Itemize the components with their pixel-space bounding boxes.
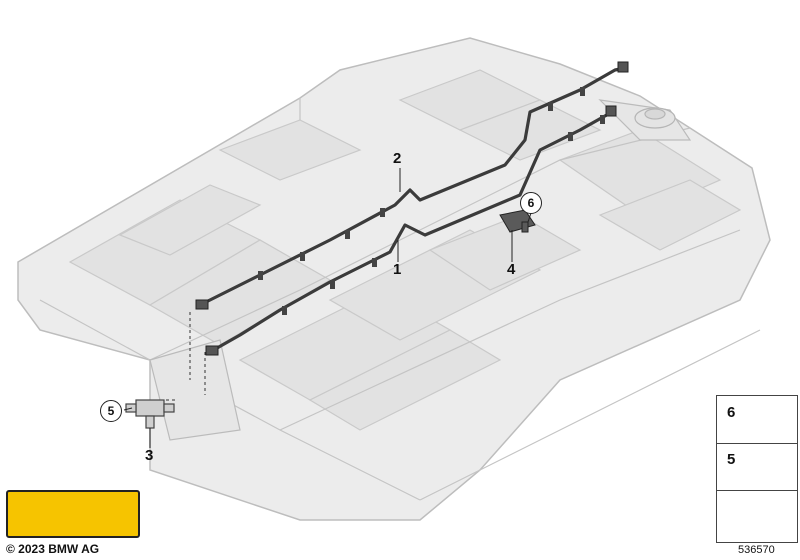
harness-connectors [195,61,629,356]
legend-row-5: 5 [717,443,797,491]
parts-legend: 6 5 [716,395,798,543]
safety-warning-panel [6,490,140,538]
callout-1: 1 [393,261,402,278]
legend-number-6: 6 [727,404,736,421]
callout-5: 5 [100,400,122,422]
callout-leaders [123,168,533,448]
callout-6: 6 [520,192,542,214]
copyright: © 2023 BMW AG [6,542,100,556]
callout-3: 3 [145,447,154,464]
bracket-part-4 [499,209,536,233]
wiring-harness-1 [208,110,614,354]
harness-clips [258,87,605,315]
legend-number-5: 5 [727,451,736,468]
callout-4: 4 [507,261,516,278]
battery-modules [68,69,742,431]
legend-row-arrow [717,490,797,541]
wiring-harness-2 [198,66,627,307]
callout-2: 2 [393,150,402,167]
legend-row-6: 6 [717,396,797,444]
round-flange [634,107,676,129]
diagram-id: 536570 [738,544,775,556]
